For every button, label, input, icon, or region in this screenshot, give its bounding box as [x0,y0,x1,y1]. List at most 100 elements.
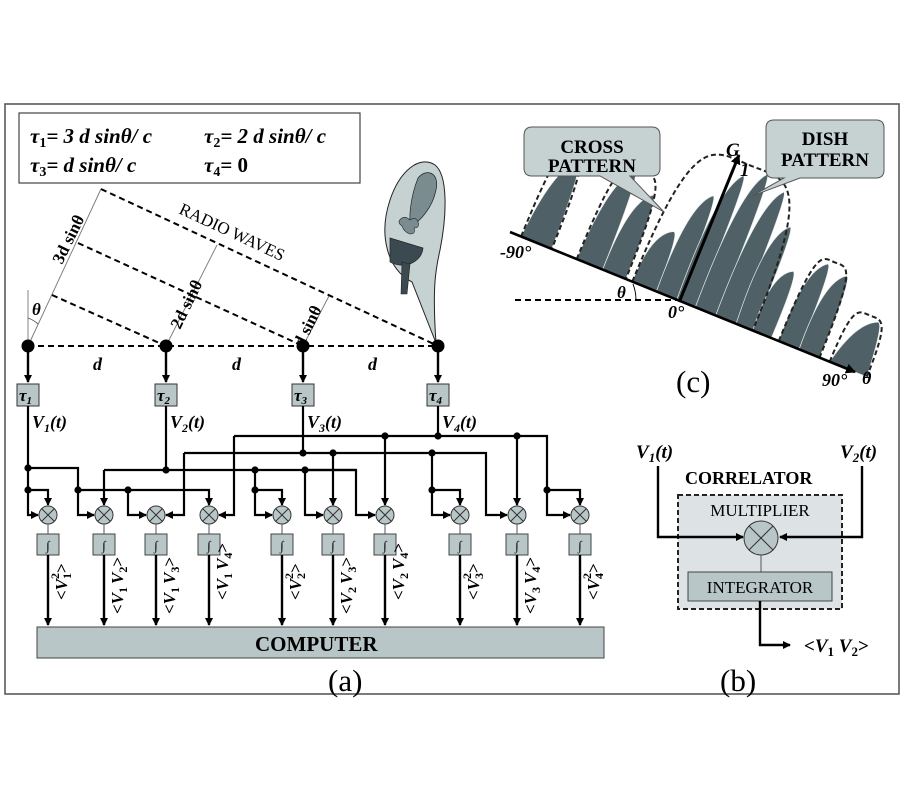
correlator-output-label: <V1V2> [108,557,130,614]
cross-pattern-label-line1: CROSS [560,137,623,158]
delay-label: τ2 [157,386,171,407]
wire-junction [543,486,551,494]
axis-var-label: θ [862,368,872,388]
correlator-output-label: <V42> [580,563,606,600]
correlator-unit: ∫<V3V4> [505,505,543,626]
correlator-output-label: <V22> [282,563,308,600]
cross-pattern-label-line2: PATTERN [548,156,636,177]
correlator-output-label: <V12> [48,563,74,600]
computer-block: COMPUTER [36,626,605,659]
integrator-symbol: ∫ [101,538,107,554]
signal-wire [26,490,39,519]
wire-junction [329,449,337,457]
axis-max-label: 90° [822,370,848,390]
signal-wire [430,490,451,519]
wire-junction [428,486,436,494]
path-line-3 [302,295,330,347]
delay-label: τ4 [429,386,443,407]
signal-wire [76,490,95,519]
integrator-box [687,571,833,602]
integrator-label: INTEGRATOR [707,578,814,597]
tilt-angle-label: θ [617,283,626,302]
correlator-unit: ∫<V1V2> [92,505,130,626]
wavefront-1 [100,188,439,347]
gain-axis [678,154,741,301]
wire-junction [24,486,32,494]
integrator-symbol: ∫ [514,538,520,554]
antenna-node [21,339,35,353]
signal-label: V1(t) [32,412,67,435]
signal-wire [547,488,584,506]
cross-pattern-lobe [735,226,792,331]
signal-wire [165,453,186,519]
caption-c: (c) [676,364,710,399]
signal-label: V2(t) [170,412,205,435]
correlator-unit: ∫<V22> [270,505,308,626]
integrator-symbol: ∫ [45,538,51,554]
correlator-output-label: <V1 V2> [804,636,869,659]
input-2-wire [779,466,864,541]
integrator-symbol: ∫ [577,538,583,554]
tau1-equation: τ1= 3 d sinθ/ c [30,124,153,151]
axis-min-label: -90° [500,242,532,262]
spacing-label-2: d [232,354,242,374]
correlator-bank: ∫<V12>∫<V1V2>∫<V1V3>∫<V1V4>∫<V22>∫<V2V3>… [36,505,606,626]
delay-label: τ3 [294,386,308,407]
integrator-symbol: ∫ [206,538,212,554]
panel-c: θ G 1 -90° 0° 90° θ CROSS PATTERN DISH P… [500,119,885,399]
multiplier-label: MULTIPLIER [710,501,810,520]
signal-wire [303,470,324,519]
signal-label: V3(t) [307,412,342,435]
wavefront-2 [77,242,304,347]
wire-junction [434,432,442,440]
delay-label: τ1 [19,386,32,407]
gain-unit-label: 1 [740,160,750,181]
correlator-unit: ∫ <V32> [448,505,486,626]
cross-pattern-callout: CROSS PATTERN [523,126,665,213]
wire-junction [381,432,389,440]
correlator-input-2: V2(t) [840,442,877,465]
signal-wire [234,434,549,490]
spacing-label-1: d [93,354,103,374]
cross-pattern-lobes [520,162,880,378]
correlator-output-wire [758,601,791,649]
caption-a: (a) [328,663,362,698]
signal-wire [545,490,571,519]
correlator-output-label: <V1V3> [160,557,182,614]
correlator-output-label: <V2V4> [389,543,411,600]
wire-junction [251,486,259,494]
dish-pattern-callout: DISH PATTERN [751,119,885,197]
dish-pattern-label-line1: DISH [802,129,849,150]
wire-junction [74,486,82,494]
signal-wire [253,470,286,506]
correlator-output-label: <V3V4> [521,557,543,614]
dish-antenna-bubble [384,161,446,344]
signal-wire [128,488,213,506]
integrator-symbol: ∫ [153,538,159,554]
signal-wire [26,406,80,490]
correlator-unit: ∫<V1V3> [144,505,182,626]
angle-arc [27,317,39,325]
integrator-symbol: ∫ [457,538,463,554]
main-lobe-icon [409,172,438,227]
correlator-output-label: <V1V4> [213,543,235,600]
wire-junction [428,449,436,457]
integrator-symbol: ∫ [330,538,336,554]
tau2-equation: τ2= 2 d sinθ/ c [204,124,327,151]
wavefront-3 [51,294,167,347]
wire-junction [299,449,307,457]
integrator-symbol: ∫ [382,538,388,554]
signal-wire [305,468,376,519]
caption-b: (b) [720,663,756,698]
wire-junction [513,432,521,440]
wire-junction [162,466,170,474]
dish-pattern-label-line2: PATTERN [781,150,869,171]
correlator-unit: ∫ <V12> [36,505,74,626]
cross-pattern-lobe [829,321,880,378]
panel-a: τ1= 3 d sinθ/ c τ2= 2 d sinθ/ c τ3= d si… [16,112,606,698]
signal-label: V4(t) [442,412,477,435]
correlator-output-label: <V32> [460,563,486,600]
panel-b: V1(t) V2(t) CORRELATOR MULTIPLIER INTEGR… [636,442,877,698]
